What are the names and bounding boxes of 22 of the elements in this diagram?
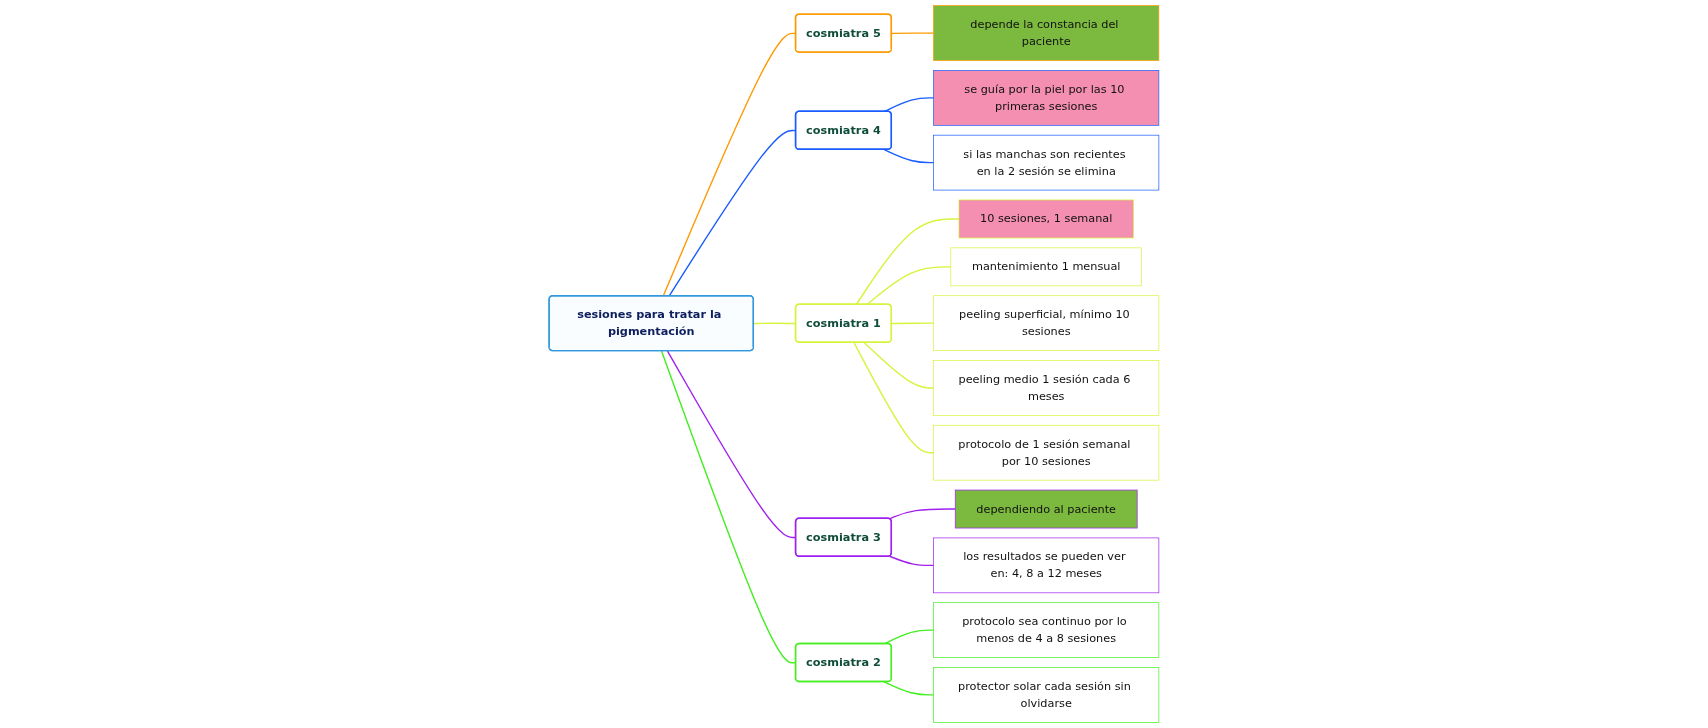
connector <box>888 508 956 520</box>
connector <box>888 555 935 567</box>
node-box: mantenimiento 1 mensual <box>950 247 1142 287</box>
connector <box>883 629 935 645</box>
node-box: protector solar cada sesión sin olvidarse <box>933 667 1160 723</box>
connector <box>863 341 935 389</box>
connector <box>883 148 935 164</box>
node-box: protocolo de 1 sesión semanal por 10 sesiones <box>933 424 1160 481</box>
node-box: se guía por la piel por las 10 primeras sesiones <box>933 70 1160 126</box>
node-box: los resultados se pueden ver en: 4, 8 a 12 meses <box>933 537 1160 594</box>
node-box: si las manchas son recientes en la 2 sesión se elimina <box>933 134 1160 191</box>
connector <box>855 218 960 306</box>
connector <box>883 97 935 113</box>
node-box: peeling medio 1 sesión cada 6 meses <box>933 360 1160 416</box>
node-box: depende la constancia del paciente <box>933 5 1160 61</box>
connector <box>866 266 952 306</box>
connector <box>853 341 935 454</box>
node-box: peeling superficial, mínimo 10 sesiones <box>933 295 1160 351</box>
connector <box>883 681 935 696</box>
node-box: 10 sesiones, 1 semanal <box>958 199 1134 239</box>
node-box: protocolo sea continuo por lo menos de 4 a 8 sesiones <box>933 602 1160 658</box>
node-box: dependiendo al paciente <box>954 489 1138 529</box>
